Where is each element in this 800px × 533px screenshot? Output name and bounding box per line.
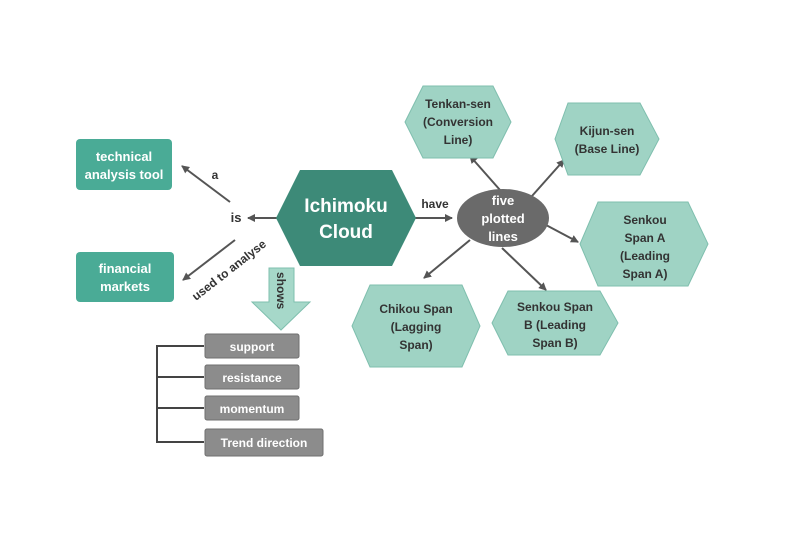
arrow-hub-to-senkou-a [545, 224, 579, 243]
senkou-a-line3: (Leading [620, 249, 670, 263]
have-label: have [421, 197, 449, 211]
tenkan-line3: Line) [444, 133, 473, 147]
arrow-hub-to-tenkan [469, 155, 501, 191]
financial-markets-line1: financial [99, 261, 152, 276]
arrow-hub-to-senkou-b [501, 247, 547, 291]
senkou-b-line3: Span B) [532, 336, 577, 350]
shows-item-resistance: resistance [204, 364, 300, 390]
five-plotted-lines-node: five plotted lines [457, 189, 549, 247]
arrow-hub-to-kijun [531, 159, 565, 197]
financial-markets-box: financial markets [76, 252, 174, 302]
a-label: a [212, 168, 219, 182]
senkou-b-line2: B (Leading [524, 318, 586, 332]
shows-arrow: shows [250, 267, 312, 331]
kijun-line1: Kijun-sen [580, 124, 635, 138]
ichimoku-cloud-node: Ichimoku Cloud [276, 170, 416, 266]
tenkan-sen-node: Tenkan-sen (Conversion Line) [404, 85, 512, 159]
tenkan-line1: Tenkan-sen [425, 97, 491, 111]
shows-item-support: support [204, 333, 300, 359]
central-line2: Cloud [319, 222, 373, 243]
arrow-hub-to-chikou [423, 239, 471, 279]
resistance-label: resistance [222, 371, 282, 385]
kijun-sen-node: Kijun-sen (Base Line) [554, 102, 660, 176]
used-to-analyse-label: used to analyse [189, 237, 269, 304]
shows-item-momentum: momentum [204, 395, 300, 421]
arrow-is-to-technical [181, 165, 231, 203]
technical-analysis-line1: technical [96, 149, 152, 164]
shows-item-trend-direction: Trend direction [204, 428, 324, 457]
connectors [156, 155, 579, 443]
chikou-line3: Span) [399, 338, 432, 352]
tenkan-line2: (Conversion [423, 115, 493, 129]
trend-direction-label: Trend direction [221, 436, 308, 450]
kijun-line2: (Base Line) [575, 142, 640, 156]
is-label: is [231, 210, 242, 225]
shows-label: shows [274, 272, 288, 310]
chikou-line2: (Lagging [391, 320, 442, 334]
senkou-a-line1: Senkou [623, 213, 666, 227]
central-line1: Ichimoku [304, 196, 387, 217]
chikou-line1: Chikou Span [379, 302, 452, 316]
senkou-span-a-node: Senkou Span A (Leading Span A) [579, 201, 709, 287]
support-label: support [230, 340, 275, 354]
technical-analysis-box: technical analysis tool [76, 139, 172, 190]
shows-bracket [156, 345, 204, 443]
hub-line3: lines [488, 229, 518, 244]
hub-line1: five [492, 193, 514, 208]
financial-markets-line2: markets [100, 279, 150, 294]
technical-analysis-line2: analysis tool [85, 167, 164, 182]
senkou-b-line1: Senkou Span [517, 300, 593, 314]
senkou-a-line2: Span A [625, 231, 666, 245]
hub-line2: plotted [481, 211, 524, 226]
senkou-span-b-node: Senkou Span B (Leading Span B) [491, 290, 619, 356]
chikou-span-node: Chikou Span (Lagging Span) [351, 284, 481, 368]
arrow-is-to-markets [182, 239, 236, 281]
senkou-a-line4: Span A) [623, 267, 668, 281]
momentum-label: momentum [220, 402, 285, 416]
